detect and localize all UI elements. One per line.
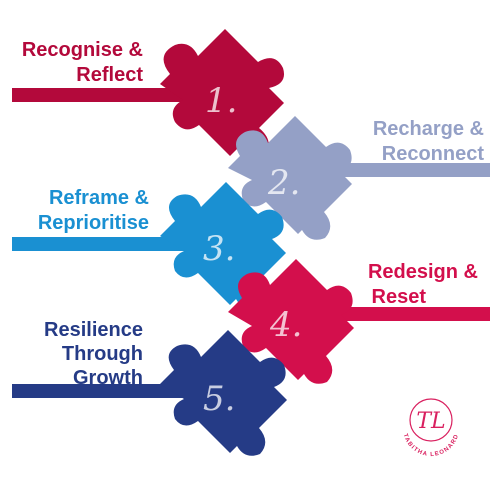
logo-ring-icon: [409, 398, 453, 442]
step-2-label-line-1: Recharge &: [373, 118, 484, 140]
step-2-number: 2.: [267, 163, 300, 203]
step-3-bar: [12, 237, 202, 251]
step-2: 2. Recharge & Reconnect: [228, 116, 490, 240]
step-5-number: 5.: [203, 379, 235, 419]
logo-ring-text: TABITHA LEONARD: [402, 433, 461, 458]
step-4: 4. Redesign & Reset: [228, 259, 490, 384]
step-5-label-line-1: Resilience: [44, 319, 143, 341]
step-1: 1. Recognise & Reflect: [12, 29, 285, 160]
step-5-piece: [160, 330, 287, 456]
brand-logo: TL TABITHA LEONARD: [402, 398, 461, 458]
step-2-label-line-2: Reconnect: [382, 143, 485, 165]
step-4-label-line-2: Reset: [372, 286, 427, 308]
step-5-bar: [12, 384, 202, 398]
step-1-number: 1.: [205, 81, 237, 121]
step-5-label-line-3: Growth: [73, 367, 143, 389]
step-2-piece: [228, 116, 352, 240]
step-4-label-line-1: Redesign &: [368, 261, 478, 283]
step-1-label-line-1: Recognise &: [22, 39, 143, 61]
step-5: 5. Resilience Through Growth: [12, 319, 287, 456]
step-3-label-line-2: Reprioritise: [38, 212, 149, 234]
logo-monogram: TL: [416, 409, 445, 434]
step-1-label-line-2: Reflect: [76, 64, 143, 86]
step-4-piece: [228, 259, 354, 384]
step-3-number: 3.: [203, 229, 235, 269]
step-3-label-line-1: Reframe &: [49, 187, 149, 209]
step-5-label-line-2: Through: [62, 343, 143, 365]
step-1-piece: [160, 29, 285, 160]
step-1-bar: [12, 88, 212, 102]
step-4-number: 4.: [269, 305, 302, 345]
